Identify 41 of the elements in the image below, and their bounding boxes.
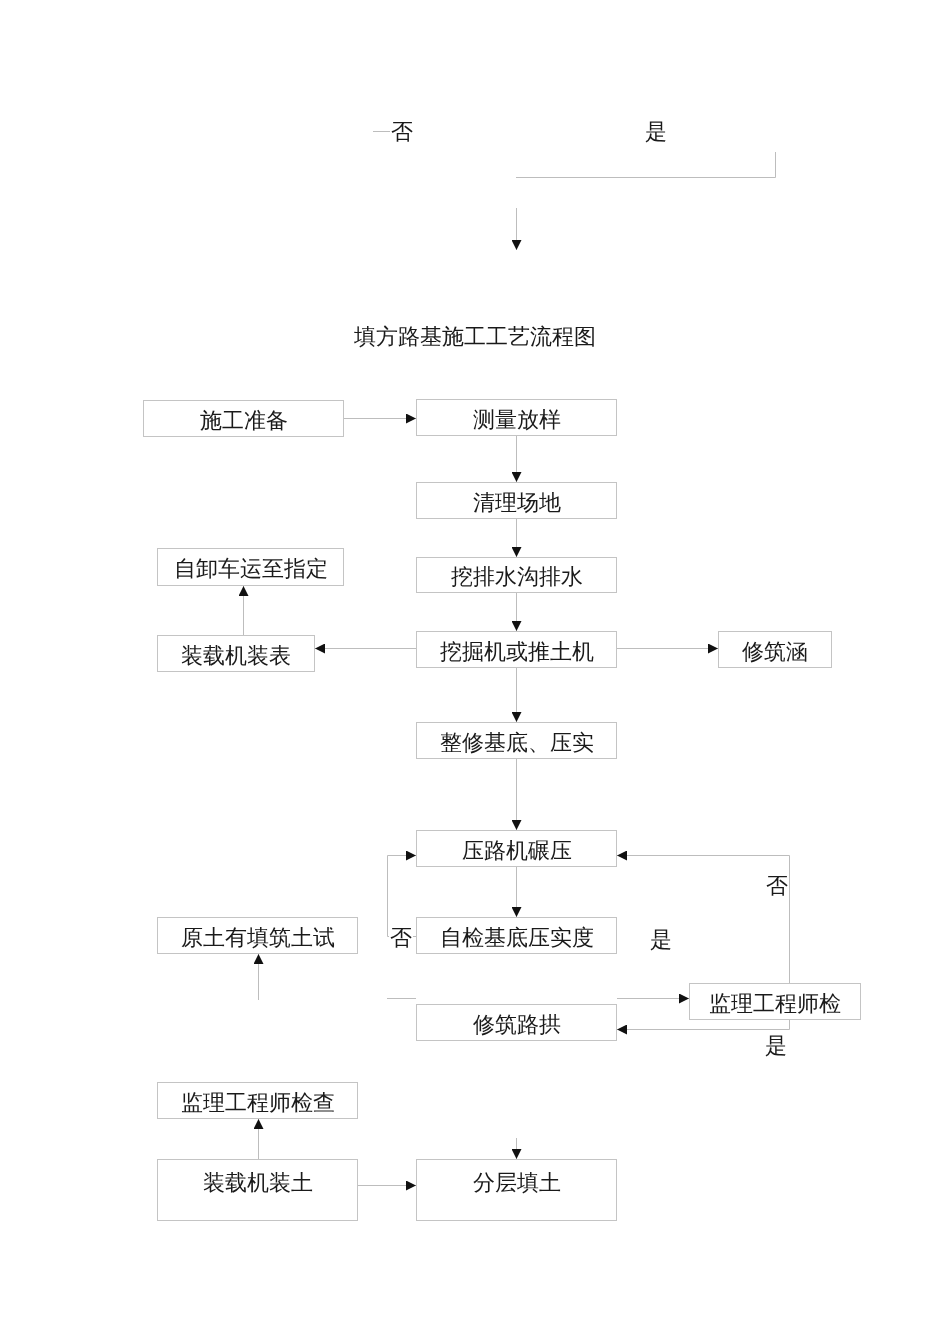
answer-label: 是 (649, 928, 673, 952)
title: 填方路基施工工艺流程图 (354, 325, 596, 349)
process-box: 挖掘机或推土机 (416, 631, 617, 668)
arrow (616, 850, 790, 984)
arrow (253, 953, 264, 1001)
arrow (511, 866, 522, 918)
arrow (253, 1118, 264, 1160)
process-box: 自卸车运至指定 (157, 548, 344, 586)
arrow (511, 667, 522, 723)
arrow (511, 1137, 522, 1160)
answer-label: 否 (390, 120, 414, 144)
arrow (616, 993, 690, 1004)
process-box: 挖排水沟排水 (416, 557, 617, 593)
process-box: 原土有填筑土试 (157, 917, 358, 954)
process-box: 修筑路拱 (416, 1004, 617, 1041)
edge-label: 否 (389, 926, 413, 950)
arrow (511, 592, 522, 632)
arrow (314, 643, 417, 654)
arrow (511, 758, 522, 831)
arrow (511, 518, 522, 558)
process-box: 测量放样 (416, 399, 617, 436)
edge-label: 否 (765, 874, 789, 898)
process-box: 监理工程师检 (689, 983, 861, 1020)
process-box: 压路机碾压 (416, 830, 617, 867)
process-box: 分层填土 (416, 1159, 617, 1221)
arrow (616, 643, 719, 654)
process-box: 施工准备 (143, 400, 344, 437)
process-box: 整修基底、压实 (416, 722, 617, 759)
process-box: 装载机装表 (157, 635, 315, 672)
process-box: 自检基底压实度 (416, 917, 617, 954)
arrow (238, 585, 249, 636)
process-box: 修筑涵 (718, 631, 832, 668)
arrow (511, 435, 522, 483)
arrow (357, 1180, 417, 1191)
arrow (616, 1019, 790, 1035)
arrow (343, 413, 417, 424)
process-box: 监理工程师检查 (157, 1082, 358, 1119)
process-box: 装载机装土 (157, 1159, 358, 1221)
process-box: 清理场地 (416, 482, 617, 519)
answer-label: 是 (644, 120, 668, 144)
edge-label: 是 (764, 1034, 788, 1058)
